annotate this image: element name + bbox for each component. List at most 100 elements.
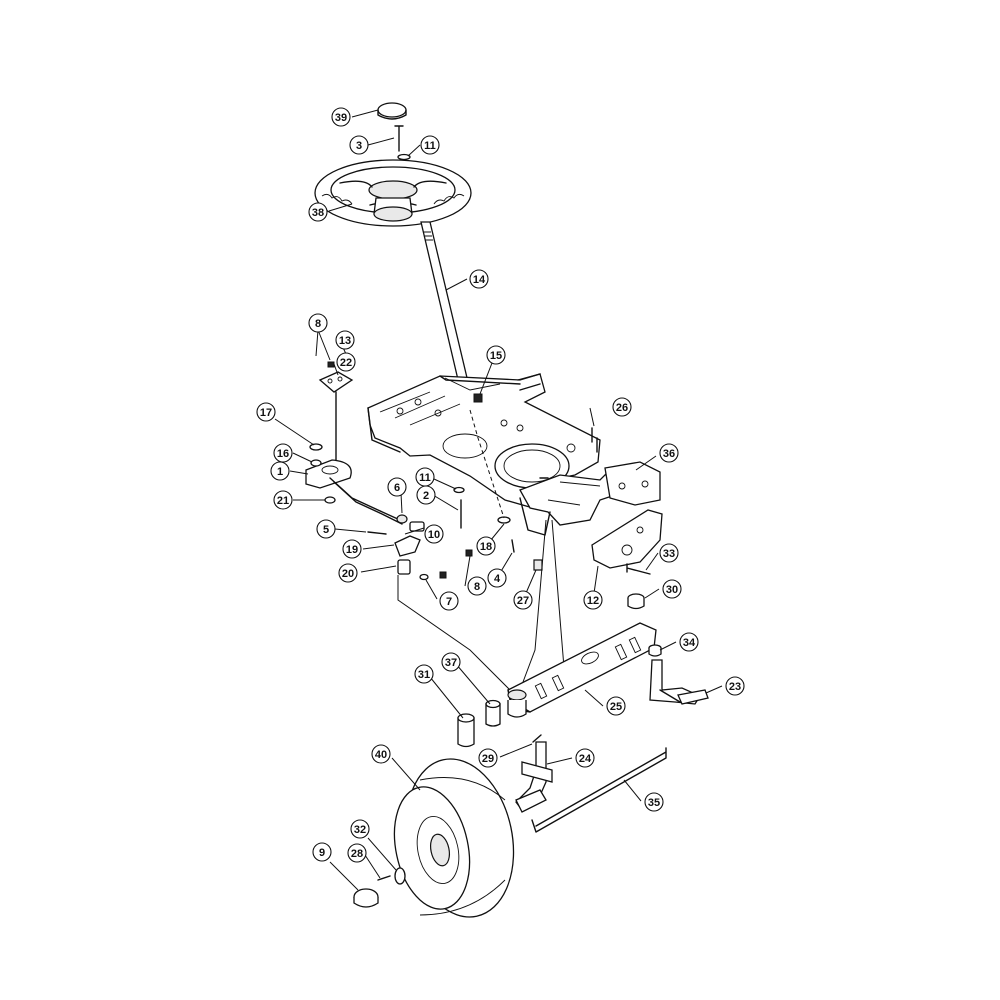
callout-8-top-label: 8 [315, 318, 321, 330]
bearing-15 [473, 393, 483, 403]
assembly-line-axle [397, 575, 511, 691]
callout-16: 16 [273, 443, 293, 463]
callout-1: 1 [270, 461, 290, 481]
callout-30: 30 [662, 579, 682, 599]
pivot-bracket-19 [394, 535, 421, 557]
nut-8-b [439, 571, 447, 579]
washer-21 [324, 496, 336, 504]
callout-40: 40 [371, 744, 391, 764]
callout-5: 5 [316, 519, 336, 539]
hub-cap-9 [353, 888, 379, 908]
front-bracket [604, 461, 661, 506]
hitch-bolt [626, 563, 651, 575]
callout-3-label: 3 [356, 140, 362, 152]
callout-9: 9 [312, 842, 332, 862]
callout-5-label: 5 [323, 524, 329, 536]
steering-wheel [314, 159, 472, 227]
callout-22: 22 [336, 352, 356, 372]
callout-30-label: 30 [666, 584, 678, 596]
callout-6-label: 6 [394, 482, 400, 494]
callout-24: 24 [575, 748, 595, 768]
callout-22-label: 22 [340, 357, 352, 369]
callout-11-lower-label: 11 [419, 472, 431, 484]
callout-36: 36 [659, 443, 679, 463]
callout-14-label: 14 [473, 274, 486, 286]
callout-14: 14 [469, 269, 489, 289]
callout-36-label: 36 [663, 448, 675, 460]
callout-4: 4 [487, 568, 507, 588]
callout-28: 28 [347, 843, 367, 863]
callout-15-label: 15 [490, 350, 502, 362]
callout-11-label: 11 [424, 140, 436, 152]
bushing-37 [485, 699, 501, 727]
left-spindle [515, 741, 553, 813]
callout-28-label: 28 [351, 848, 363, 860]
steering-plate [318, 371, 354, 471]
callout-2-label: 2 [423, 490, 429, 502]
callout-31-label: 31 [418, 669, 430, 681]
callout-16-label: 16 [277, 448, 289, 460]
callout-34-label: 34 [683, 637, 696, 649]
callout-18-label: 18 [480, 541, 492, 553]
alignment-line-shaft [469, 409, 505, 519]
callout-7: 7 [439, 591, 459, 611]
leader-lines [274, 109, 723, 891]
bolts-26 [539, 427, 598, 479]
callout-33-label: 33 [663, 548, 675, 560]
callout-27: 27 [513, 590, 533, 610]
callout-25: 25 [606, 696, 626, 716]
callout-23-label: 23 [729, 681, 741, 693]
tie-rod [531, 747, 667, 833]
bushing-34 [648, 644, 662, 657]
assembly-line-pivot [519, 519, 566, 691]
wheel-bolt [394, 125, 404, 152]
callout-29-label: 29 [482, 753, 494, 765]
callout-23: 23 [725, 676, 745, 696]
callout-40-label: 40 [375, 749, 387, 761]
bolt-5 [367, 531, 387, 535]
washer-7 [419, 573, 429, 581]
callout-20: 20 [338, 563, 358, 583]
callout-32-label: 32 [354, 824, 366, 836]
callout-12: 12 [583, 590, 603, 610]
bushing-27 [533, 559, 543, 571]
callout-20-label: 20 [342, 568, 354, 580]
callout-37-label: 37 [445, 657, 457, 669]
washer-11-lower [453, 486, 465, 494]
callout-11-lower: 11 [415, 467, 435, 487]
hitch-plate [591, 509, 663, 569]
frame [367, 373, 631, 536]
callout-26-label: 26 [616, 402, 628, 414]
callout-10-label: 10 [428, 529, 440, 541]
callout-2: 2 [416, 485, 436, 505]
callout-13: 13 [335, 330, 355, 350]
bushing-16 [310, 459, 322, 467]
callout-39: 39 [331, 107, 351, 127]
callout-13-label: 13 [339, 335, 351, 347]
callout-12-label: 12 [587, 595, 599, 607]
callout-39-label: 39 [335, 112, 347, 124]
callout-4-label: 4 [494, 573, 501, 585]
callout-17: 17 [256, 402, 276, 422]
callout-34: 34 [679, 632, 699, 652]
steering-sector [305, 459, 352, 489]
callout-7-label: 7 [446, 596, 452, 608]
callout-35: 35 [644, 792, 664, 812]
callout-1-label: 1 [277, 466, 283, 478]
steering-cap [377, 102, 407, 120]
callout-11: 11 [420, 135, 440, 155]
callout-8-label: 8 [474, 581, 480, 593]
front-wheel [393, 758, 515, 918]
washer-17 [309, 443, 323, 451]
front-axle [507, 622, 657, 718]
callout-19-label: 19 [346, 544, 358, 556]
callout-31: 31 [414, 664, 434, 684]
callout-18: 18 [476, 536, 496, 556]
callout-26: 26 [612, 397, 632, 417]
bushing-20 [397, 559, 411, 575]
callout-27-label: 27 [517, 595, 529, 607]
bushing-31 [457, 713, 475, 748]
callout-38: 38 [308, 202, 328, 222]
callout-6: 6 [387, 477, 407, 497]
